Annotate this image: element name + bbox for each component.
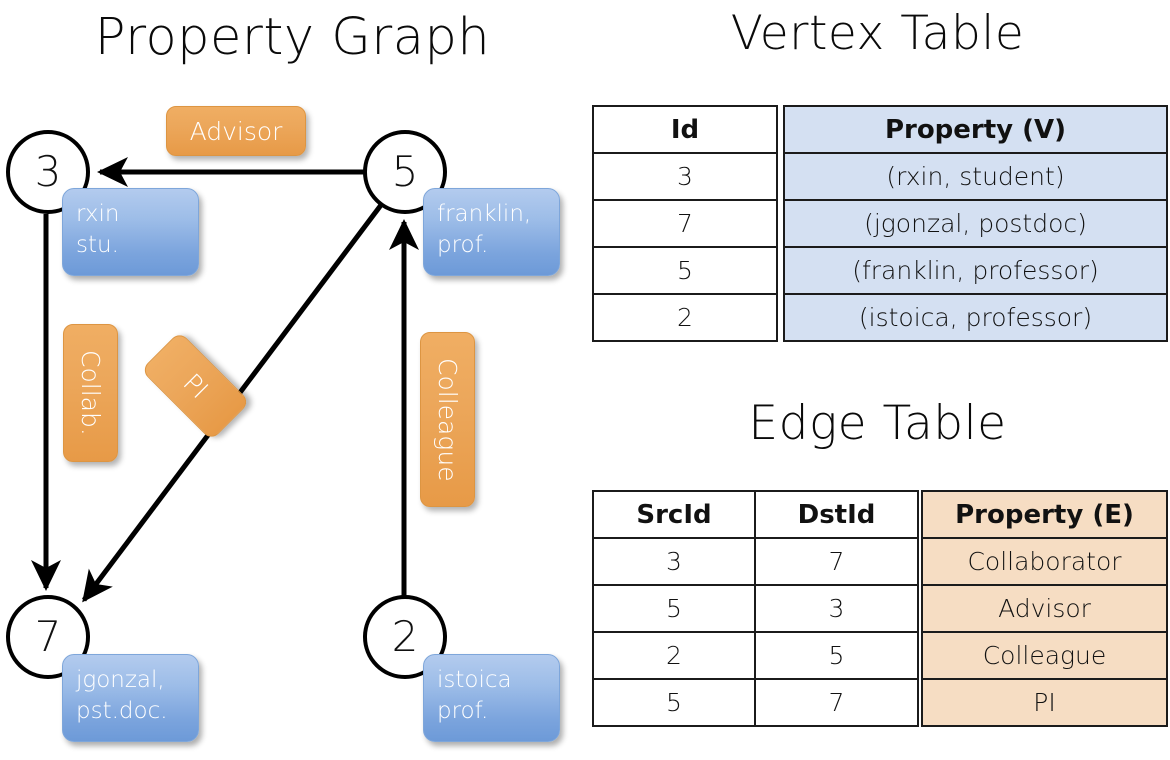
edge-label-collab-text: Collab. <box>76 350 105 436</box>
edge-label-pi-text: PI <box>177 367 214 405</box>
edge-row-0-dst: 7 <box>754 537 919 586</box>
table-row[interactable]: (rxin, student) <box>783 152 1168 201</box>
edge-label-collab[interactable]: Collab. <box>63 324 118 462</box>
vertex-row-0-id: 3 <box>592 152 778 201</box>
vertex-table-property-column: Property (V) (rxin, student) (jgonzal, p… <box>783 105 1168 342</box>
graph-node-2-label: 2 <box>391 612 419 661</box>
table-row[interactable]: 5 <box>592 246 778 295</box>
graph-node-2[interactable]: 2 <box>363 595 447 679</box>
edge-row-1-src: 5 <box>592 584 756 633</box>
node-2-property-line-1: istoica <box>437 667 512 693</box>
table-row[interactable]: 7 <box>592 199 778 248</box>
edge-table-id-columns: SrcId DstId 3 7 5 3 2 5 5 7 <box>592 490 919 727</box>
table-row[interactable]: 2 5 <box>592 631 919 680</box>
vertex-row-1-property: (jgonzal, postdoc) <box>783 199 1168 248</box>
table-row[interactable]: (franklin, professor) <box>783 246 1168 295</box>
page-title-vertex-table: Vertex Table <box>730 6 1025 61</box>
table-row[interactable]: 2 <box>592 293 778 342</box>
table-row[interactable]: Advisor <box>921 584 1168 633</box>
graph-node-5-label: 5 <box>391 147 419 196</box>
node-7-property-line-1: jgonzal, <box>76 667 165 693</box>
node-7-property-line-2: pst.doc. <box>76 698 168 725</box>
edge-row-0-property: Collaborator <box>921 537 1168 586</box>
vertex-row-3-id: 2 <box>592 293 778 342</box>
table-row[interactable]: Colleague <box>921 631 1168 680</box>
vertex-table-header-row: Property (V) <box>783 105 1168 154</box>
vertex-row-2-property: (franklin, professor) <box>783 246 1168 295</box>
edge-table-header-property: Property (E) <box>921 490 1168 539</box>
table-row[interactable]: (istoica, professor) <box>783 293 1168 342</box>
edge-row-2-src: 2 <box>592 631 756 680</box>
table-row[interactable]: 3 <box>592 152 778 201</box>
node-property-box-5[interactable]: franklin, prof. <box>423 188 560 276</box>
node-5-property-line-1: franklin, <box>437 201 532 227</box>
edge-row-3-property: PI <box>921 678 1168 727</box>
node-property-box-7[interactable]: jgonzal, pst.doc. <box>62 654 199 742</box>
edge-row-2-property: Colleague <box>921 631 1168 680</box>
table-row[interactable]: 3 7 <box>592 537 919 586</box>
edge-row-1-property: Advisor <box>921 584 1168 633</box>
edge-row-0-src: 3 <box>592 537 756 586</box>
edge-row-1-dst: 3 <box>754 584 919 633</box>
edge-row-3-dst: 7 <box>754 678 919 727</box>
node-2-property-line-2: prof. <box>437 698 489 725</box>
edge-label-colleague[interactable]: Colleague <box>420 332 475 507</box>
table-row[interactable]: Collaborator <box>921 537 1168 586</box>
vertex-row-1-id: 7 <box>592 199 778 248</box>
edge-row-3-src: 5 <box>592 678 756 727</box>
table-row[interactable]: PI <box>921 678 1168 727</box>
edge-table-header-row: Property (E) <box>921 490 1168 539</box>
vertex-table-id-column: Id 3 7 5 2 <box>592 105 778 342</box>
graph-node-5[interactable]: 5 <box>363 130 447 214</box>
node-property-box-3[interactable]: rxin stu. <box>62 188 199 276</box>
edge-label-advisor[interactable]: Advisor <box>166 106 306 156</box>
vertex-row-2-id: 5 <box>592 246 778 295</box>
edge-row-2-dst: 5 <box>754 631 919 680</box>
node-property-box-2[interactable]: istoica prof. <box>423 654 560 742</box>
vertex-table-header-id: Id <box>592 105 778 154</box>
page-title-property-graph: Property Graph <box>94 8 491 67</box>
edge-table-header-srcid: SrcId <box>592 490 756 539</box>
edge-table-header-row: SrcId DstId <box>592 490 919 539</box>
edge-label-advisor-text: Advisor <box>189 116 283 146</box>
edge-label-colleague-text: Colleague <box>433 357 462 482</box>
edge-table-header-dstid: DstId <box>754 490 919 539</box>
node-5-property-line-2: prof. <box>437 232 489 259</box>
vertex-table-header-property: Property (V) <box>783 105 1168 154</box>
vertex-row-3-property: (istoica, professor) <box>783 293 1168 342</box>
node-3-property-line-1: rxin <box>76 201 120 227</box>
edge-table-property-column: Property (E) Collaborator Advisor Collea… <box>921 490 1168 727</box>
property-graph-diagram: 3 5 7 2 rxin stu. franklin, prof. jgonza… <box>6 106 560 742</box>
graph-node-3-label: 3 <box>34 147 62 196</box>
table-row[interactable]: 5 7 <box>592 678 919 727</box>
node-3-property-line-2: stu. <box>76 232 119 259</box>
vertex-table-header-row: Id <box>592 105 778 154</box>
table-row[interactable]: (jgonzal, postdoc) <box>783 199 1168 248</box>
graph-node-7-label: 7 <box>34 612 62 661</box>
page-title-edge-table: Edge Table <box>748 396 1007 451</box>
vertex-row-0-property: (rxin, student) <box>783 152 1168 201</box>
table-row[interactable]: 5 3 <box>592 584 919 633</box>
